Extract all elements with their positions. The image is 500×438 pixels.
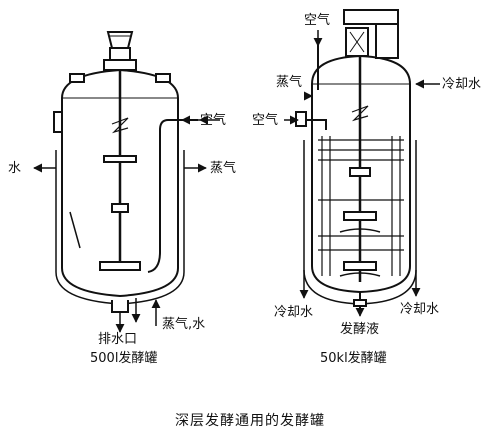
right-tank-air-pipe-side (300, 119, 327, 130)
left-tank-motor-base (109, 47, 131, 61)
left-tank (53, 31, 198, 322)
left-tank-motor (106, 31, 134, 49)
left-tank-caption: 500l发酵罐 (90, 351, 158, 366)
left-water-label: 水 (8, 161, 22, 176)
right-tank-arrows (284, 30, 440, 317)
left-drain-label: 排水口 (98, 332, 138, 347)
left-air-label: 空气 (200, 113, 227, 128)
right-tank-caption: 50kl发酵罐 (320, 351, 387, 366)
left-tank-air-pipe (147, 119, 198, 273)
left-tank-top-nozzle-left (69, 73, 85, 83)
left-tank-arrows (33, 115, 220, 333)
right-tank-impeller-2 (343, 211, 377, 221)
right-steam-label: 蒸气 (276, 75, 303, 90)
left-steam-water-label: 蒸气,水 (162, 317, 206, 332)
right-liquid-label: 发酵液 (340, 322, 380, 337)
right-cooling-br-label: 冷却水 (400, 302, 440, 317)
left-tank-sight-glass (53, 111, 63, 133)
right-tank-motor (343, 9, 399, 25)
right-tank (295, 9, 417, 308)
left-steam-label: 蒸气 (210, 161, 237, 176)
left-tank-vessel (61, 68, 179, 298)
right-tank-coils (318, 136, 404, 276)
right-cooling-top-label: 冷却水 (442, 77, 482, 92)
figure-caption: 深层发酵通用的发酵罐 (175, 413, 325, 429)
right-air-top-label: 空气 (304, 13, 331, 28)
right-cooling-bl-label: 冷却水 (274, 305, 314, 320)
right-tank-vessel (311, 54, 411, 294)
left-tank-impeller-lower (99, 261, 141, 271)
left-tank-drain (111, 300, 129, 313)
right-tank-impeller-3 (343, 261, 377, 271)
right-tank-motor-body (375, 23, 399, 59)
left-tank-top-flange (103, 59, 137, 71)
right-air-side-label: 空气 (252, 113, 279, 128)
left-tank-impeller-upper (103, 155, 137, 163)
left-tank-impeller-middle (111, 203, 129, 213)
left-tank-top-nozzle-right (155, 73, 171, 83)
right-tank-impeller-1 (349, 167, 371, 177)
